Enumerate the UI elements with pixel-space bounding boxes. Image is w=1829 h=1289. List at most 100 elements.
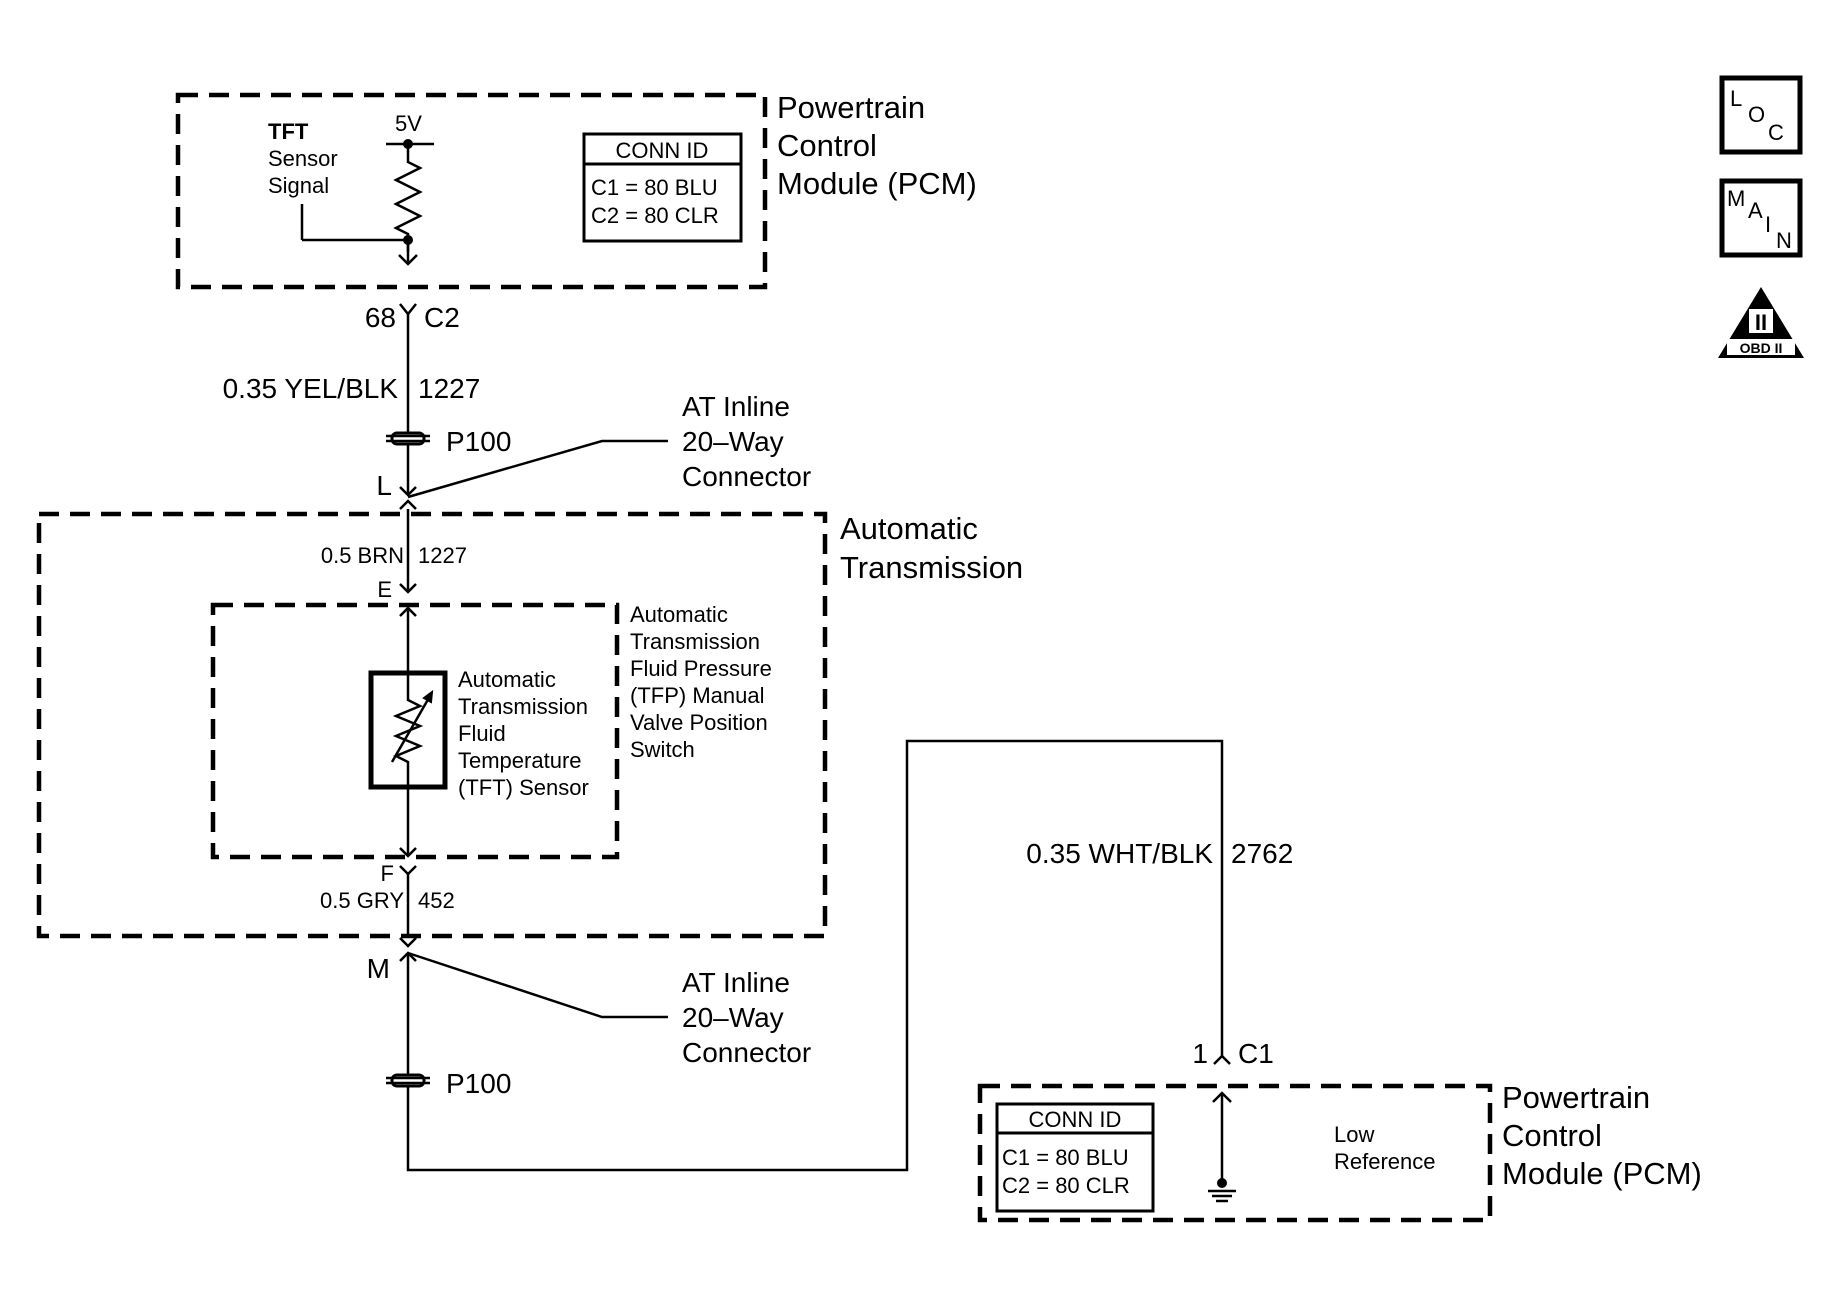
pcm-bottom-connector: 1 C1 [1192, 1038, 1273, 1069]
low-reference-line-1: Low [1334, 1122, 1374, 1147]
wire-gry-gauge-color: 0.5 GRY [320, 888, 404, 913]
conn-id-title: CONN ID [616, 138, 709, 163]
pcm-top-module: Powertrain Control Module (PCM) TFT Sens… [175, 90, 977, 290]
splice-top-label: P100 [446, 426, 511, 457]
inline-top-name-line-2: 20–Way [682, 426, 784, 457]
inline-top-name-line-3: Connector [682, 461, 811, 492]
main-letter-a: A [1748, 198, 1763, 223]
thermistor-icon [392, 684, 424, 787]
c1-pin-number: 1 [1192, 1038, 1208, 1069]
splice-top-icon [390, 431, 426, 446]
c1-connector-id: C1 [1238, 1038, 1274, 1069]
pin-f-fork-icon [399, 865, 417, 876]
wire-gry-circuit: 452 [418, 888, 455, 913]
tfp-switch-line-4: (TFP) Manual [630, 683, 764, 708]
conn-id-line-2: C2 = 80 CLR [1002, 1173, 1130, 1198]
pcm-top-conn-id: CONN ID C1 = 80 BLU C2 = 80 CLR [582, 132, 743, 243]
transmission-boundary [36, 511, 828, 939]
tfp-switch-line-5: Valve Position [630, 710, 768, 735]
conn-id-line-1: C1 = 80 BLU [1002, 1145, 1129, 1170]
inline-top-male-icon [399, 486, 417, 497]
ground-arrow-icon [1212, 1091, 1232, 1103]
tft-sensor-line-4: Temperature [458, 748, 582, 773]
main-letter-m: M [1727, 186, 1745, 211]
pcm-bottom-conn-id: CONN ID C1 = 80 BLU C2 = 80 CLR [995, 1102, 1155, 1213]
loc-letter-o: O [1748, 102, 1765, 127]
pcm-bottom-module: Powertrain Control Module (PCM) CONN ID … [977, 1080, 1702, 1223]
connector-fork-icon [399, 303, 417, 317]
tft-signal-label-line-1: TFT [268, 119, 309, 144]
inline-bottom-leader [407, 951, 668, 1019]
tft-signal-label-line-3: Signal [268, 173, 329, 198]
pin-e-label: E [377, 577, 392, 602]
pin-arrow-icon [398, 254, 418, 266]
thermistor-arrow-head [422, 689, 434, 704]
transmission-name-line-1: Automatic [840, 511, 978, 546]
obd-ii-label: OBD II [1740, 340, 1783, 356]
thermistor-arrow-shaft [390, 695, 432, 763]
pcm-bottom-name-line-1: Powertrain [1502, 1080, 1650, 1115]
pin-e-male-icon [399, 583, 417, 594]
inline-bottom-name-line-1: AT Inline [682, 967, 790, 998]
inline-bottom-name-line-3: Connector [682, 1037, 811, 1068]
tfp-switch-line-6: Switch [630, 737, 695, 762]
loc-letter-l: L [1730, 86, 1742, 111]
tfp-switch-boundary [210, 602, 620, 860]
transmission-assembly: Automatic Transmission 0.5 BRN 1227 E Au… [36, 509, 1023, 939]
tfp-switch-line-1: Automatic [630, 602, 728, 627]
inline-bottom-pin: M [367, 953, 390, 984]
tft-signal-label-line-2: Sensor [268, 146, 338, 171]
c1-connector-icon [1213, 1054, 1231, 1065]
wire-brn-circuit: 1227 [418, 543, 467, 568]
pcm-top-connector: 68 C2 [365, 302, 460, 333]
pcm-top-name-line-2: Control [777, 128, 877, 163]
tft-sensor-line-3: Fluid [458, 721, 506, 746]
pcm-bottom-boundary [977, 1083, 1493, 1223]
conn-id-line-1: C1 = 80 BLU [591, 175, 718, 200]
main-letter-i: I [1765, 212, 1771, 237]
pcm-top-name-line-1: Powertrain [777, 90, 925, 125]
splice-bottom-icon [390, 1073, 426, 1088]
pin-f-label: F [381, 861, 394, 886]
tft-sensor-line-5: (TFT) Sensor [458, 775, 589, 800]
loc-letter-c: C [1768, 120, 1784, 145]
splice-bottom: P100 [386, 1068, 511, 1099]
main-icon[interactable]: M A I N [1719, 178, 1803, 258]
connector-id: C2 [424, 302, 460, 333]
ground-icon [1208, 1189, 1236, 1203]
tfp-switch-line-2: Transmission [630, 629, 760, 654]
obd-ii-icon[interactable]: II OBD II [1718, 287, 1804, 358]
pcm-bottom-name-line-2: Control [1502, 1118, 1602, 1153]
pullup-resistor-icon [393, 144, 423, 252]
splice-top: P100 [386, 426, 511, 457]
conn-id-box [995, 1102, 1155, 1213]
inline-top-pin: L [376, 470, 392, 501]
main-letter-n: N [1776, 228, 1792, 253]
splice-bottom-label: P100 [446, 1068, 511, 1099]
wire-return [406, 739, 1224, 1172]
inline-bottom-male-icon [399, 937, 417, 948]
inline-top-name-line-1: AT Inline [682, 391, 790, 422]
wire-brn-gauge-color: 0.5 BRN [321, 543, 404, 568]
loc-icon[interactable]: L O C [1719, 75, 1803, 155]
inline-top-female-icon [399, 499, 417, 510]
pcm-top-name-line-3: Module (PCM) [777, 166, 977, 201]
tft-sensor-line-2: Transmission [458, 694, 588, 719]
obd-ii-numeral: II [1755, 310, 1767, 335]
wire-top-circuit: 1227 [418, 373, 480, 404]
sensor-bottom-arrow-icon [399, 847, 417, 858]
pcm-top-boundary [175, 92, 768, 290]
ground-node [1217, 1178, 1227, 1188]
wire-return-gauge-color: 0.35 WHT/BLK [1026, 838, 1213, 869]
conn-id-box [582, 132, 743, 243]
conn-id-title: CONN ID [1029, 1107, 1122, 1132]
pcm-bottom-name-line-3: Module (PCM) [1502, 1156, 1702, 1191]
pin-number: 68 [365, 302, 396, 333]
voltage-label: 5V [395, 111, 422, 136]
conn-id-line-2: C2 = 80 CLR [591, 203, 719, 228]
tft-sensor-line-1: Automatic [458, 667, 556, 692]
inline-bottom-name-line-2: 20–Way [682, 1002, 784, 1033]
transmission-name-line-2: Transmission [840, 550, 1023, 585]
low-reference-line-2: Reference [1334, 1149, 1436, 1174]
